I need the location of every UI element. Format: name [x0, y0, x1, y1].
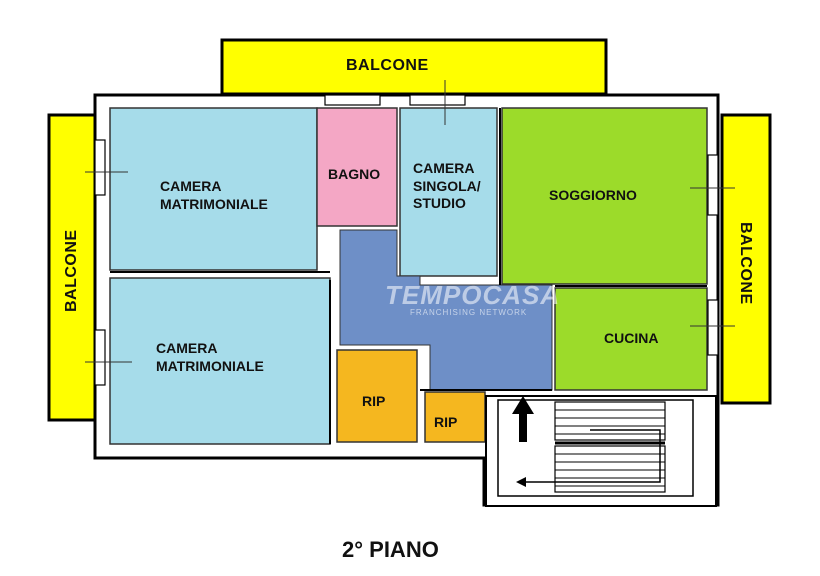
balcony-left: [47, 113, 97, 422]
balcony-right: [720, 113, 772, 405]
room-rip-1: [336, 349, 418, 443]
window: [324, 94, 381, 106]
entrance-arrow-icon: [512, 396, 534, 442]
room-rip-2-label: RIP: [434, 414, 458, 430]
room-camera-1-label: CAMERA MATRIMONIALE: [160, 178, 268, 213]
balcony-left-label: BALCONE: [63, 229, 80, 312]
stair-arrow-head: [516, 477, 526, 487]
stair-path: [520, 429, 661, 483]
room-camera-singola-label: CAMERA SINGOLA/ STUDIO: [413, 160, 481, 213]
stair-flight-lower: [554, 445, 666, 493]
room-camera-2: [109, 277, 331, 445]
room-bagno-label: BAGNO: [328, 166, 381, 182]
room-camera-singola-line-1: CAMERA: [413, 160, 475, 176]
watermark-tagline: FRANCHISING NETWORK: [410, 308, 528, 317]
floor-label: 2° PIANO: [342, 537, 439, 562]
stair-treads: [555, 409, 665, 487]
balcony-right-label: BALCONE: [737, 222, 754, 305]
room-rip-2: [424, 391, 486, 443]
room-camera-singola-line-3: STUDIO: [413, 195, 466, 211]
room-hallway: [339, 229, 553, 391]
room-bagno: [316, 107, 398, 227]
window: [409, 94, 466, 106]
room-camera-2-label: CAMERA MATRIMONIALE: [156, 340, 264, 375]
room-cucina-label: CUCINA: [604, 330, 659, 346]
room-soggiorno-label: SOGGIORNO: [549, 187, 637, 203]
room-camera-2-line-1: CAMERA: [156, 340, 218, 356]
window: [94, 139, 106, 196]
room-rip-1-label: RIP: [362, 393, 386, 409]
room-camera-singola-line-2: SINGOLA/: [413, 177, 481, 194]
balcony-top-label: BALCONE: [346, 57, 429, 74]
balcony-top: [220, 38, 608, 96]
window: [94, 329, 106, 386]
room-cucina: [554, 287, 708, 391]
room-camera-1-line-1: CAMERA: [160, 178, 222, 194]
room-soggiorno: [501, 107, 708, 285]
watermark-brand: TEMPOCASA: [385, 280, 561, 310]
window: [707, 154, 719, 216]
room-camera-1-line-2: MATRIMONIALE: [160, 195, 268, 212]
room-camera-2-line-2: MATRIMONIALE: [156, 357, 264, 374]
room-camera-singola: [399, 107, 498, 277]
window: [707, 299, 719, 356]
room-camera-1: [109, 107, 318, 271]
